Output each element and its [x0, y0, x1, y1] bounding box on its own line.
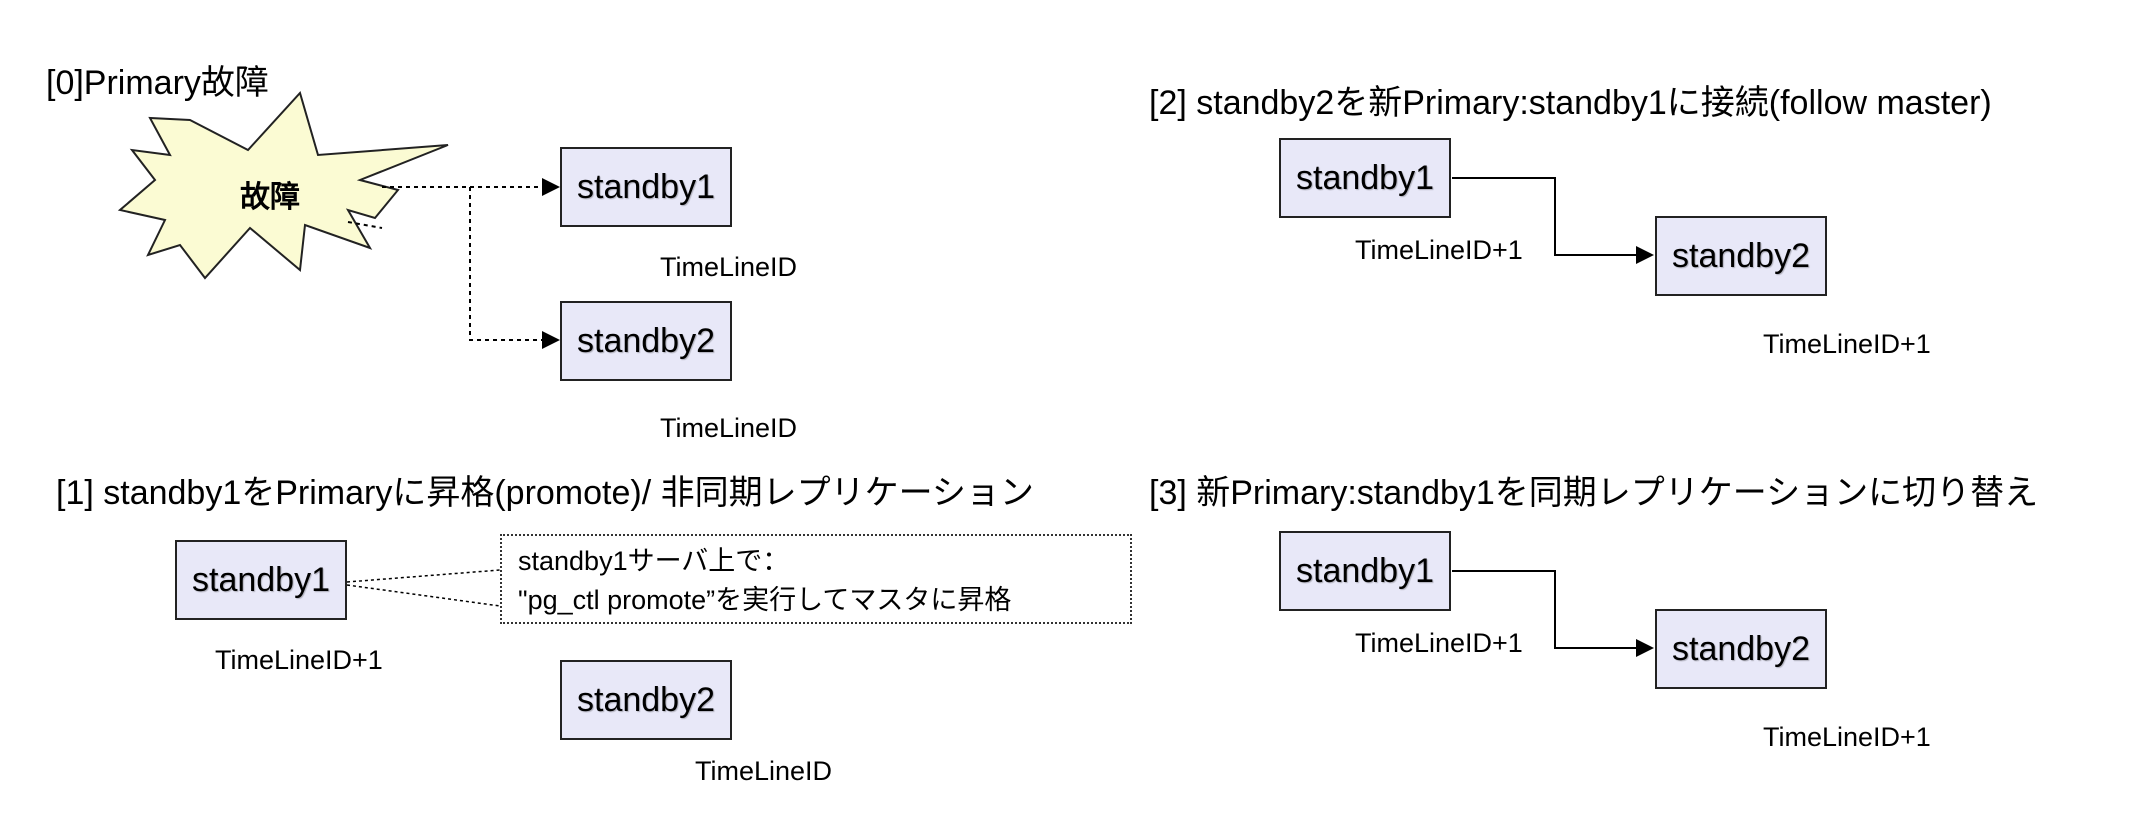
p2-standby1-node: standby1	[1279, 138, 1451, 218]
p0-standby1-timeline: TimeLineID	[660, 252, 798, 282]
p2-standby2-timeline: TimeLineID+1	[1763, 329, 1931, 359]
standby1-note-callout	[346, 569, 501, 607]
p2-standby2-node: standby2	[1655, 216, 1827, 296]
p1-standby1-timeline: TimeLineID+1	[215, 645, 383, 675]
p3-standby2-timeline: TimeLineID+1	[1763, 722, 1931, 752]
panel-3-title: [3] 新Primary:standby1を同期レプリケーションに切り替え	[1149, 474, 2039, 512]
panel-1-title: [1] standby1をPrimaryに昇格(promote)/ 非同期レプリ…	[56, 474, 1034, 512]
panel-0-title: [0]Primary故障	[46, 64, 269, 102]
burst-tail-line	[347, 221, 383, 229]
p1-standby1-node: standby1	[175, 540, 347, 620]
panel-2-title: [2] standby2を新Primary:standby1に接続(follow…	[1149, 84, 1992, 122]
promote-note-line1: standby1サーバ上で：	[518, 546, 790, 576]
p0-standby1-node: standby1	[560, 147, 732, 227]
p0-standby2-timeline: TimeLineID	[660, 413, 798, 443]
p0-standby2-node: standby2	[560, 301, 732, 381]
failure-to-standby2-link	[469, 187, 560, 349]
p2-standby1-to-standby2-link	[1452, 177, 1654, 264]
failure-burst	[117, 91, 449, 280]
promote-note: standby1サーバ上で： "pg_ctl promote”を実行してマスタに…	[500, 534, 1132, 624]
p3-standby1-to-standby2-link	[1452, 570, 1654, 657]
p3-standby1-node: standby1	[1279, 531, 1451, 611]
failure-label: 故障	[240, 181, 300, 214]
promote-note-line2: "pg_ctl promote”を実行してマスタに昇格	[518, 585, 1012, 616]
p3-standby2-node: standby2	[1655, 609, 1827, 689]
p3-standby1-timeline: TimeLineID+1	[1355, 628, 1523, 658]
p1-standby2-node: standby2	[560, 660, 732, 740]
p2-standby1-timeline: TimeLineID+1	[1355, 235, 1523, 265]
p1-standby2-timeline: TimeLineID	[695, 756, 833, 786]
